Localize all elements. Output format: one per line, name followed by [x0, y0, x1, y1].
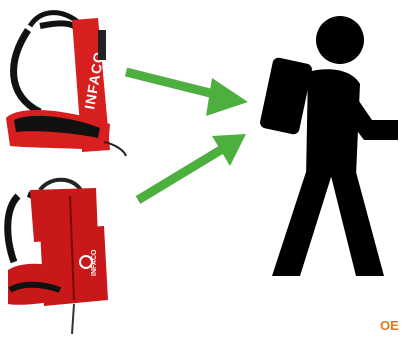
top-harness: INFACO — [6, 13, 126, 156]
bottom-harness-brand-label: INFACO — [91, 249, 98, 276]
hiker-right-leg — [330, 172, 384, 276]
hiker-backpack — [259, 57, 313, 136]
bottom-harness: INFACO — [8, 180, 108, 334]
hiker-head — [316, 16, 364, 64]
hiker-figure — [259, 16, 398, 276]
bottom-harness-left-strap — [8, 196, 18, 262]
hiker-left-leg — [272, 172, 332, 276]
upper-arrow — [126, 72, 248, 116]
top-harness-buckle — [98, 30, 106, 60]
upper-arrow-shaft — [126, 72, 222, 96]
arrows — [126, 72, 248, 200]
lower-arrow-shaft — [138, 148, 224, 200]
bottom-harness-cable — [72, 304, 74, 334]
lower-arrow — [138, 134, 246, 200]
top-harness-left-strap — [14, 30, 40, 112]
upper-arrow-head — [206, 78, 248, 116]
corner-label: OE — [380, 318, 399, 333]
